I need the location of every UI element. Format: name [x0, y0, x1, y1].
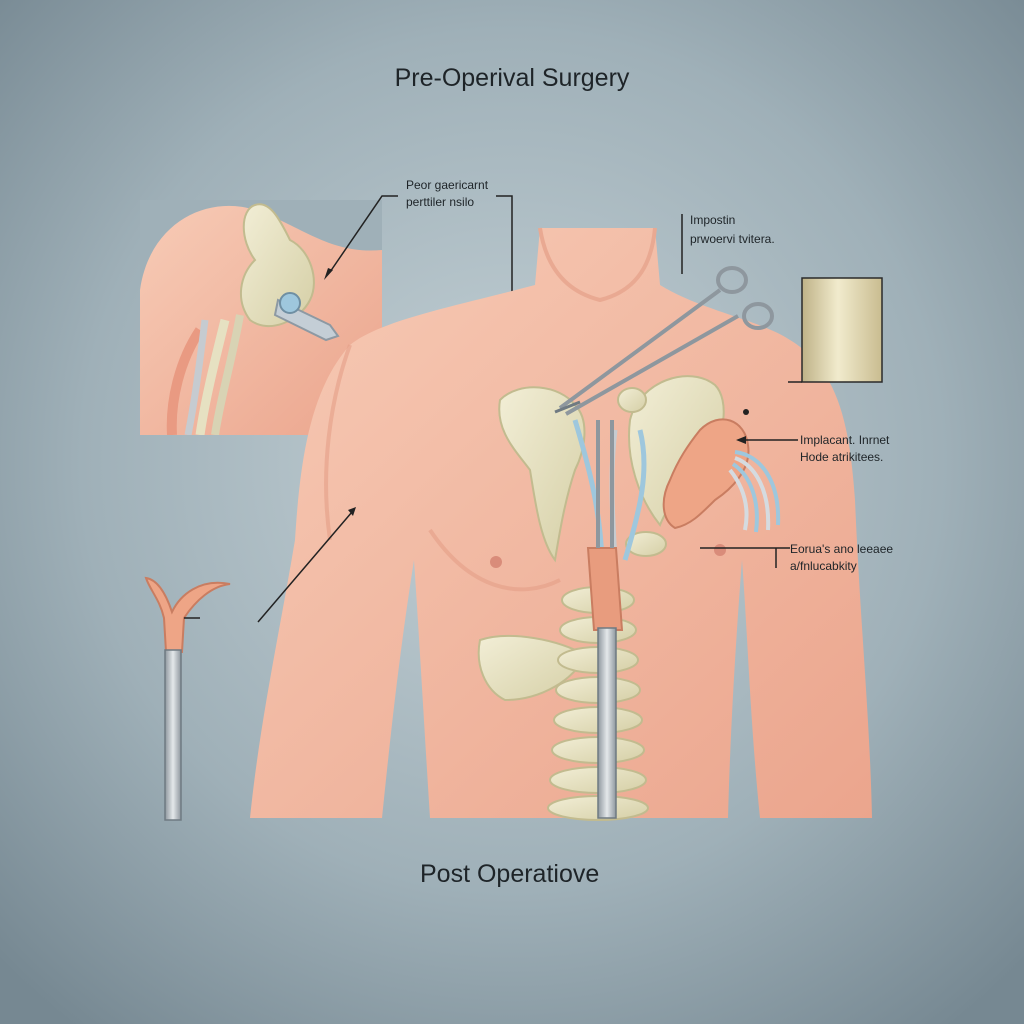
- callout-right-middle: Implacant. Inrnet Hode atrikitees.: [800, 432, 889, 466]
- forceps: [554, 266, 774, 416]
- callout-right-lower-line-2: a/fnlucabkity: [790, 559, 857, 573]
- footer-label: Post Operatiove: [420, 860, 600, 888]
- callout-upper-left-line-2: perttiler nsilo: [406, 195, 475, 209]
- callout-upper-left-line-1: Peor gaericarnt: [406, 178, 489, 192]
- callout-top-right-line-2: prwoervi tvitera.: [690, 232, 775, 246]
- scapula-bones: [477, 375, 725, 702]
- callout-right-middle-line-1: Implacant. Inrnet: [800, 433, 890, 447]
- callout-right-lower-line-1: Eorua's ano leeaee: [790, 542, 894, 556]
- callout-right-middle-line-2: Hode atrikitees.: [800, 450, 884, 464]
- diagram-title: Pre-Operival Surgery: [394, 64, 630, 92]
- callout-right-lower: Eorua's ano leeaee a/fnlucabkity: [790, 541, 893, 575]
- callout-top-right: Impostin prwoervi tvitera.: [690, 211, 775, 249]
- callout-top-right-line-1: Impostin: [690, 213, 736, 227]
- probe-instrument: [144, 576, 231, 821]
- callout-upper-left: Peor gaericarnt perttiler nsilo: [406, 177, 488, 211]
- implant-panel: [801, 277, 883, 383]
- surgical-rod: [586, 420, 624, 819]
- implant: [662, 409, 781, 533]
- shoulder-inset: [140, 200, 382, 435]
